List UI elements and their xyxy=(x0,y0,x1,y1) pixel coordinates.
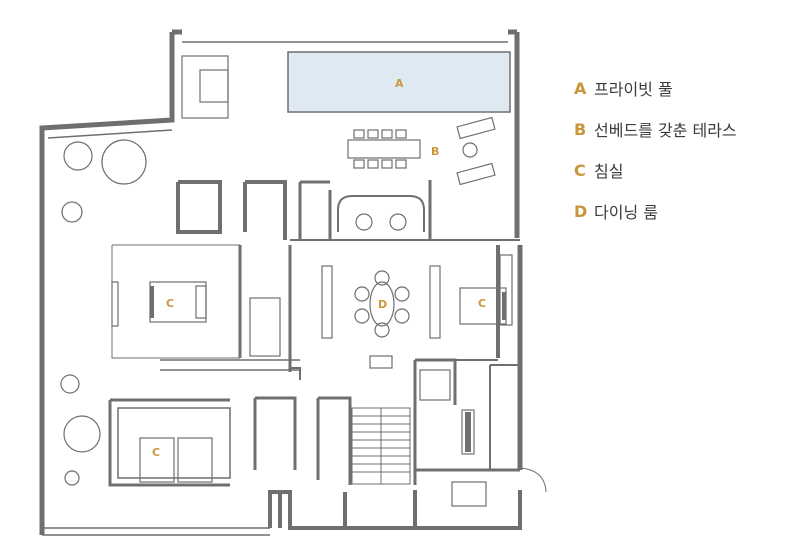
wall-nw-room-2 xyxy=(243,180,287,240)
vanity-fill xyxy=(465,412,471,452)
wall-mid-horizontal xyxy=(160,359,300,371)
legend-label: 선베드를 갖춘 테라스 xyxy=(594,121,737,140)
outer-wall-south xyxy=(42,527,270,536)
staircase xyxy=(351,407,411,485)
legend-item-bedroom: C 침실 xyxy=(574,160,737,182)
sunbed xyxy=(456,162,496,186)
marker-pool: A xyxy=(395,77,404,90)
kitchen-island xyxy=(369,355,393,369)
wall-kitchen xyxy=(328,180,432,240)
outdoor-sofa xyxy=(181,55,229,119)
tree xyxy=(60,374,80,394)
marker-bedroom-bottom: C xyxy=(152,446,160,459)
marker-dining: D xyxy=(378,298,387,311)
legend-item-pool: A 프라이빗 풀 xyxy=(574,78,737,100)
stool xyxy=(389,213,407,231)
stool xyxy=(355,213,373,231)
wall-east-bath xyxy=(489,364,520,470)
dining-table xyxy=(369,281,395,327)
bed-headboard xyxy=(150,286,154,318)
legend-letter: C xyxy=(574,160,586,180)
wall-nw-room xyxy=(176,180,222,234)
bed-left xyxy=(149,281,207,323)
wall-lower-bedroom-2 xyxy=(117,407,231,479)
dining-chairs xyxy=(354,270,410,338)
east-block xyxy=(413,490,522,530)
kitchen-counter xyxy=(337,195,425,232)
bed-left-pillows xyxy=(195,285,207,319)
legend-letter: D xyxy=(574,201,588,221)
wall-east-lower xyxy=(413,358,520,485)
wall-bath-left xyxy=(238,245,292,372)
legend-label: 침실 xyxy=(594,162,624,181)
sideboard-east xyxy=(429,265,441,339)
marker-bedroom-left: C xyxy=(166,297,174,310)
legend-letter: B xyxy=(574,119,587,139)
terrace-chairs xyxy=(353,129,407,169)
legend-item-terrace: B 선베드를 갖춘 테라스 xyxy=(574,119,737,141)
terrace-table xyxy=(347,139,421,159)
twin-bed xyxy=(177,437,213,483)
door-swing-east xyxy=(519,467,547,493)
wall-stair-block xyxy=(316,396,352,485)
marker-terrace: B xyxy=(431,145,439,158)
tree xyxy=(63,415,101,453)
south-block xyxy=(343,492,417,530)
tree xyxy=(63,141,93,171)
outer-wall xyxy=(39,32,175,535)
tv-left xyxy=(111,281,119,327)
shower xyxy=(419,369,451,401)
wardrobe-right xyxy=(499,254,513,326)
south-wing xyxy=(268,490,345,530)
tree xyxy=(61,201,83,223)
bed-headboard xyxy=(502,292,506,320)
wardrobe-left xyxy=(249,297,281,357)
legend-item-dining: D 다이닝 룸 xyxy=(574,201,737,223)
sideboard-west xyxy=(321,265,333,339)
wall-corridor xyxy=(298,180,330,240)
legend: A 프라이빗 풀 B 선베드를 갖춘 테라스 C 침실 D 다이닝 룸 xyxy=(574,78,737,242)
wall-center-south xyxy=(290,359,498,380)
marker-bedroom-right: C xyxy=(478,297,486,310)
vanity xyxy=(461,409,475,455)
bathtub xyxy=(451,481,487,507)
tree xyxy=(64,470,80,486)
private-pool xyxy=(287,51,511,113)
wall-left-wing xyxy=(111,244,240,359)
twin-bed xyxy=(139,437,175,483)
terrace-rail xyxy=(47,41,508,139)
tree xyxy=(101,139,147,185)
legend-label: 프라이빗 풀 xyxy=(594,80,673,99)
side-table xyxy=(462,142,478,158)
outdoor-sofa-inner xyxy=(199,69,229,103)
wall-lower-bedroom xyxy=(108,398,230,487)
sunbed xyxy=(456,116,496,140)
legend-label: 다이닝 룸 xyxy=(594,203,658,222)
wall-bath-lower xyxy=(253,396,297,470)
legend-letter: A xyxy=(574,78,587,98)
